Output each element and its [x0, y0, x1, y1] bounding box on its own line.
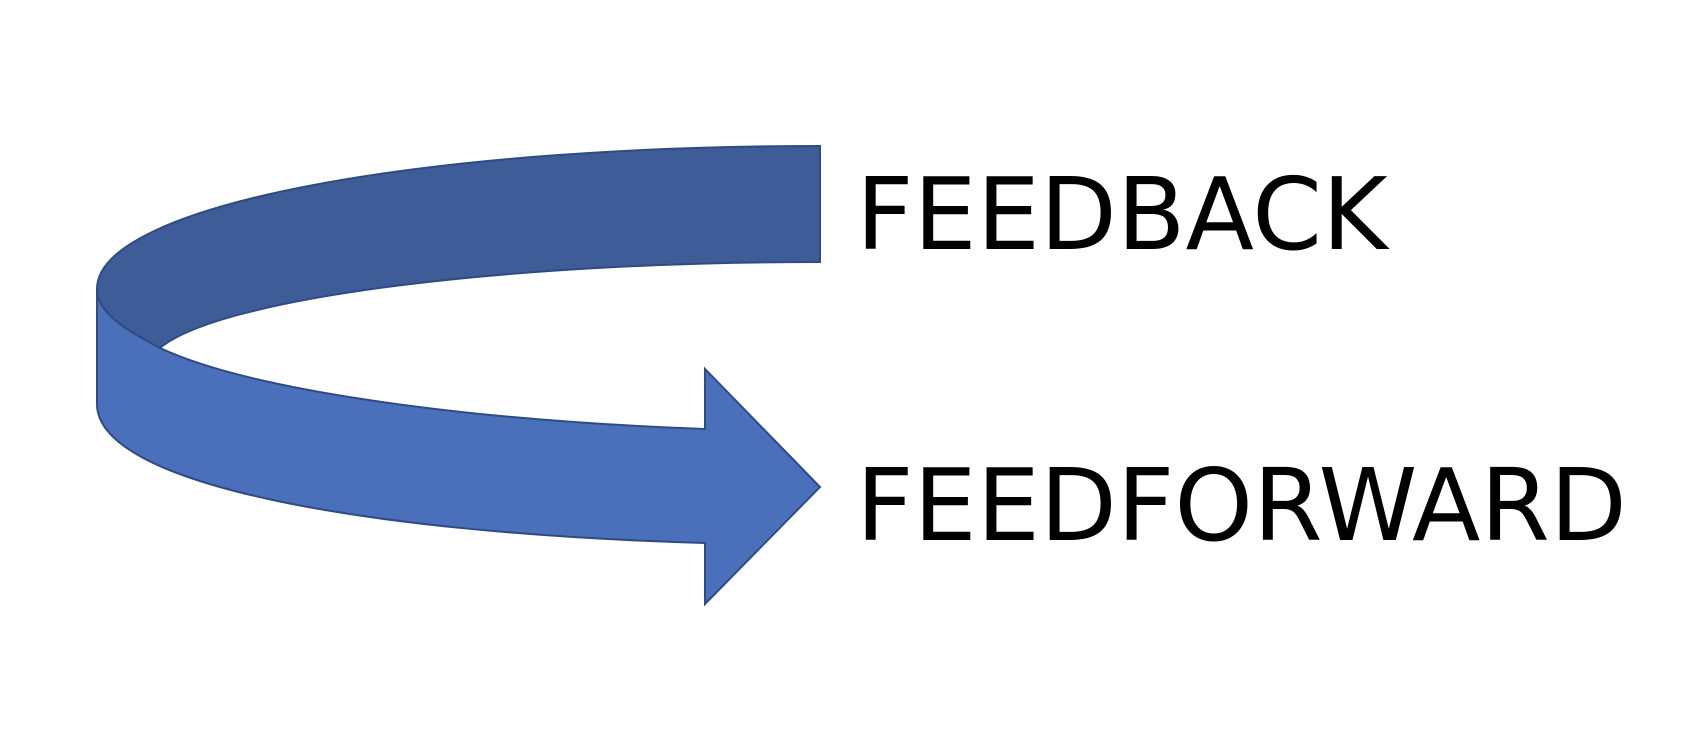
curved-arrow-back-band [95, 144, 821, 350]
feedforward-label: FEEDFORWARD [856, 447, 1627, 564]
feedback-label: FEEDBACK [856, 156, 1388, 273]
curved-arrow-head [96, 288, 822, 607]
